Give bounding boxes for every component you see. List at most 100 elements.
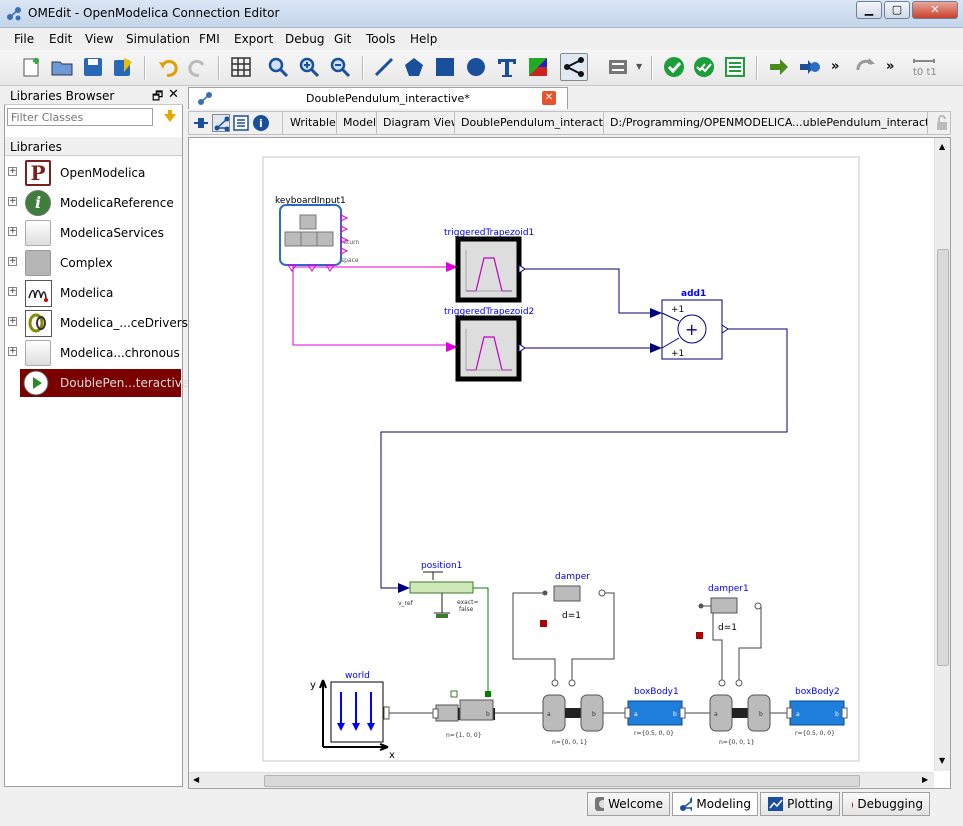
library-label: ModelicaServices	[60, 226, 164, 240]
library-item-doublependulum[interactable]: DoublePen...teractive	[20, 369, 181, 397]
library-item-openmodelica[interactable]: + P OpenModelica	[6, 159, 182, 187]
ellipse-tool-button[interactable]	[462, 53, 490, 81]
close-panel-icon[interactable]: ✕	[168, 87, 179, 102]
simulate-animate-button[interactable]	[796, 53, 824, 81]
library-item-modelicaservices[interactable]: + ModelicaServices	[6, 219, 182, 247]
scroll-down-icon[interactable]: ▼	[939, 756, 945, 765]
connect-mode-button[interactable]	[560, 53, 588, 81]
transition-icon	[607, 56, 629, 78]
menu-fmi[interactable]: FMI	[199, 32, 220, 46]
maximize-button[interactable]: ▢	[884, 1, 910, 19]
text-view-icon[interactable]	[232, 114, 250, 132]
polygon-tool-button[interactable]	[400, 53, 428, 81]
expand-icon[interactable]: +	[8, 347, 17, 356]
modeling-perspective-button[interactable]: Modeling	[672, 792, 758, 816]
check-model-button[interactable]	[660, 53, 688, 81]
dropdown-arrow-icon[interactable]: ▼	[636, 62, 642, 71]
play-icon	[23, 370, 49, 396]
transition-mode-button[interactable]	[604, 53, 632, 81]
add-component[interactable]: add1 + +1 +1	[650, 289, 728, 359]
minimize-button[interactable]: ▁	[856, 1, 882, 19]
expand-icon[interactable]: +	[8, 287, 17, 296]
diagram-view-icon[interactable]	[212, 114, 230, 132]
bitmap-tool-button[interactable]	[524, 53, 552, 81]
svg-text:t0 t1: t0 t1	[913, 67, 937, 78]
toolbar-overflow-icon[interactable]: »	[831, 59, 839, 74]
expand-icon[interactable]: +	[8, 227, 17, 236]
menu-view[interactable]: View	[85, 32, 113, 46]
close-window-button[interactable]: ✕	[912, 1, 958, 19]
svg-text:i: i	[259, 117, 263, 130]
scroll-right-icon[interactable]: ▶	[922, 775, 928, 784]
menu-simulation[interactable]: Simulation	[126, 32, 190, 46]
library-item-modelicareference[interactable]: + i ModelicaReference	[6, 189, 182, 217]
filter-classes-input[interactable]	[7, 108, 153, 126]
library-item-device-drivers[interactable]: + Modelica_...ceDrivers	[6, 309, 182, 337]
libraries-browser-title: Libraries Browser	[10, 89, 114, 103]
save-all-button[interactable]	[109, 53, 137, 81]
horizontal-scrollbar[interactable]: ◀ ▶	[189, 772, 934, 788]
close-tab-icon[interactable]: ✕	[542, 91, 556, 105]
reset-zoom-button[interactable]	[264, 53, 292, 81]
check-all-button[interactable]	[690, 53, 718, 81]
library-item-complex[interactable]: + Complex	[6, 249, 182, 277]
document-tab-title: DoublePendulum_interactive*	[306, 92, 470, 105]
welcome-perspective-button[interactable]: Welcome	[587, 792, 670, 816]
scroll-up-icon[interactable]: ▲	[939, 142, 945, 151]
port-a-label: a	[634, 711, 638, 718]
vertical-scroll-thumb[interactable]	[937, 249, 949, 666]
debugging-icon	[849, 796, 853, 812]
redo-button[interactable]	[184, 53, 212, 81]
save-all-icon	[112, 56, 134, 78]
modelica-icon	[25, 280, 52, 307]
icon-view-icon[interactable]	[192, 114, 210, 132]
port-a-label: a	[796, 711, 800, 718]
port-b-label: b	[592, 711, 596, 718]
plotting-perspective-button[interactable]: Plotting	[760, 792, 840, 816]
expand-icon[interactable]: +	[8, 257, 17, 266]
menu-edit[interactable]: Edit	[49, 32, 72, 46]
triggered-trapezoid-1[interactable]: triggeredTrapezoid1	[444, 228, 534, 300]
instantiate-button[interactable]	[721, 53, 749, 81]
expand-icon[interactable]: +	[8, 167, 17, 176]
zoom-out-button[interactable]	[326, 53, 354, 81]
line-tool-button[interactable]	[370, 53, 398, 81]
debugging-perspective-button[interactable]: Debugging	[842, 792, 930, 816]
library-item-modelica[interactable]: + Modelica	[6, 279, 182, 307]
title-bar: OMEdit - OpenModelica Connection Editor …	[0, 0, 963, 28]
open-button[interactable]	[48, 53, 76, 81]
toolbar-overflow-icon[interactable]: »	[886, 59, 894, 74]
float-panel-icon[interactable]: 🗗	[152, 87, 163, 108]
filter-options-icon[interactable]	[162, 108, 178, 124]
expand-icon[interactable]: +	[8, 317, 17, 326]
menu-export[interactable]: Export	[234, 32, 273, 46]
scroll-left-icon[interactable]: ◀	[193, 775, 199, 784]
lock-icon[interactable]	[934, 115, 950, 131]
time-step-button[interactable]: t0 t1	[910, 53, 938, 81]
menu-help[interactable]: Help	[410, 32, 437, 46]
frame-a-port-icon	[625, 708, 630, 718]
grid-button[interactable]	[227, 53, 255, 81]
vertical-scrollbar[interactable]: ▲ ▼	[934, 138, 950, 771]
damper1-d-label: d=1	[718, 623, 737, 633]
rectangle-tool-button[interactable]	[431, 53, 459, 81]
zoom-in-button[interactable]	[295, 53, 323, 81]
menu-git[interactable]: Git	[334, 32, 351, 46]
diagram-canvas[interactable]: keyboardInput1 return space triggeredTra…	[189, 138, 934, 772]
undo-button[interactable]	[154, 53, 182, 81]
menu-bar: File Edit View Simulation FMI Export Deb…	[0, 29, 963, 49]
triggered-trapezoid-2[interactable]: triggeredTrapezoid2	[444, 307, 534, 379]
menu-tools[interactable]: Tools	[366, 32, 396, 46]
menu-debug[interactable]: Debug	[285, 32, 324, 46]
text-tool-button[interactable]	[493, 53, 521, 81]
horizontal-scroll-thumb[interactable]	[264, 775, 860, 787]
document-tab[interactable]: DoublePendulum_interactive* ✕	[188, 87, 568, 109]
documentation-view-icon[interactable]: i	[252, 114, 270, 132]
menu-file[interactable]: File	[14, 32, 34, 46]
library-item-synchronous[interactable]: + Modelica...chronous	[6, 339, 182, 367]
save-button[interactable]	[79, 53, 107, 81]
debug-button[interactable]	[852, 53, 880, 81]
new-file-button[interactable]	[18, 53, 46, 81]
expand-icon[interactable]: +	[8, 197, 17, 206]
simulate-button[interactable]	[765, 53, 793, 81]
